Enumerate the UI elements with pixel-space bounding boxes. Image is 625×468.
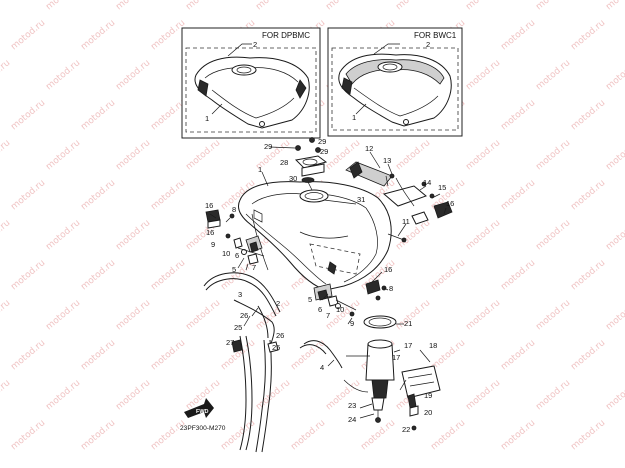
part-number-7: 7	[252, 263, 256, 272]
part-number-26: 26	[240, 311, 248, 320]
fuel-tank-body	[237, 181, 392, 291]
left-mounting-hardware	[205, 209, 265, 265]
part-number-7b: 7	[326, 311, 330, 320]
part-number-17b: 17	[392, 353, 400, 362]
part-number-labels: 1 2 3 4 5 6 7 8 9 10 11 12 13 14 15 16 1…	[205, 137, 454, 434]
vent-hose-and-bracket	[345, 161, 453, 243]
part-number-16: 16	[205, 201, 213, 210]
part-number-6b: 6	[318, 305, 322, 314]
part-number-9b: 9	[350, 319, 354, 328]
part-number-12: 12	[365, 144, 373, 153]
part-number-5b: 5	[308, 295, 312, 304]
part-number-23: 23	[348, 401, 356, 410]
part-number-6: 6	[235, 251, 239, 260]
part-number-25b: 25	[272, 343, 280, 352]
part-number-21: 21	[404, 319, 412, 328]
part-number-27: 27	[226, 338, 234, 347]
inset-box-bwc1: FOR BWC1 2 1	[327, 27, 463, 137]
fuel-pump-assembly	[343, 315, 397, 423]
inset-label-dpbmc: FOR DPBMC	[262, 31, 310, 40]
fuel-cap-assembly	[269, 137, 328, 191]
part-number-29c: 29	[320, 147, 328, 156]
part-number-10b: 10	[336, 305, 344, 314]
part-number-2: 2	[276, 299, 280, 308]
part-number-1: 1	[258, 165, 262, 174]
part-number-24: 24	[348, 415, 356, 424]
part-number-3: 3	[238, 290, 242, 299]
drain-hoses	[203, 272, 343, 453]
fwd-label: FWD	[196, 409, 209, 415]
leader-lines	[209, 151, 447, 419]
part-number-4: 4	[320, 363, 324, 372]
part-number-29: 29	[264, 142, 272, 151]
forward-arrow-badge: FWD	[184, 398, 214, 418]
part-number-15: 15	[438, 183, 446, 192]
right-mounting-hardware	[365, 279, 387, 301]
part-number-18: 18	[429, 341, 437, 350]
inset-box-dpbmc: FOR DPBMC 2 1	[181, 27, 321, 139]
part-number-8b: 8	[232, 205, 236, 214]
part-number-25: 25	[234, 323, 242, 332]
inset-part-2-dpbmc: 2	[253, 40, 257, 49]
part-number-19: 19	[424, 391, 432, 400]
part-number-16c: 16	[446, 199, 454, 208]
fuel-sender-assembly	[399, 365, 441, 431]
part-number-30: 30	[289, 174, 297, 183]
part-number-5: 5	[232, 265, 236, 274]
inset-part-2-bwc1: 2	[426, 40, 430, 49]
part-number-14: 14	[423, 178, 431, 187]
part-number-16d: 16	[384, 265, 392, 274]
part-number-13: 13	[383, 156, 391, 165]
part-number-17: 17	[404, 341, 412, 350]
lower-mounting-hardware	[313, 283, 357, 317]
part-number-28: 28	[280, 158, 288, 167]
part-number-20: 20	[424, 408, 432, 417]
part-number-11: 11	[402, 217, 410, 226]
part-number-22: 22	[402, 425, 410, 434]
part-number-31: 31	[357, 195, 365, 204]
part-number-10: 10	[222, 249, 230, 258]
part-number-26b: 26	[276, 331, 284, 340]
part-number-8: 8	[389, 284, 393, 293]
part-number-29b: 29	[318, 137, 326, 146]
inset-label-bwc1: FOR BWC1	[414, 31, 457, 40]
inset-part-1-dpbmc: 1	[205, 114, 209, 123]
part-number-9: 9	[211, 240, 215, 249]
part-number-16b: 16	[206, 228, 214, 237]
diagram-code: 23PF300-M270	[180, 425, 226, 432]
inset-part-1-bwc1: 1	[352, 113, 356, 122]
